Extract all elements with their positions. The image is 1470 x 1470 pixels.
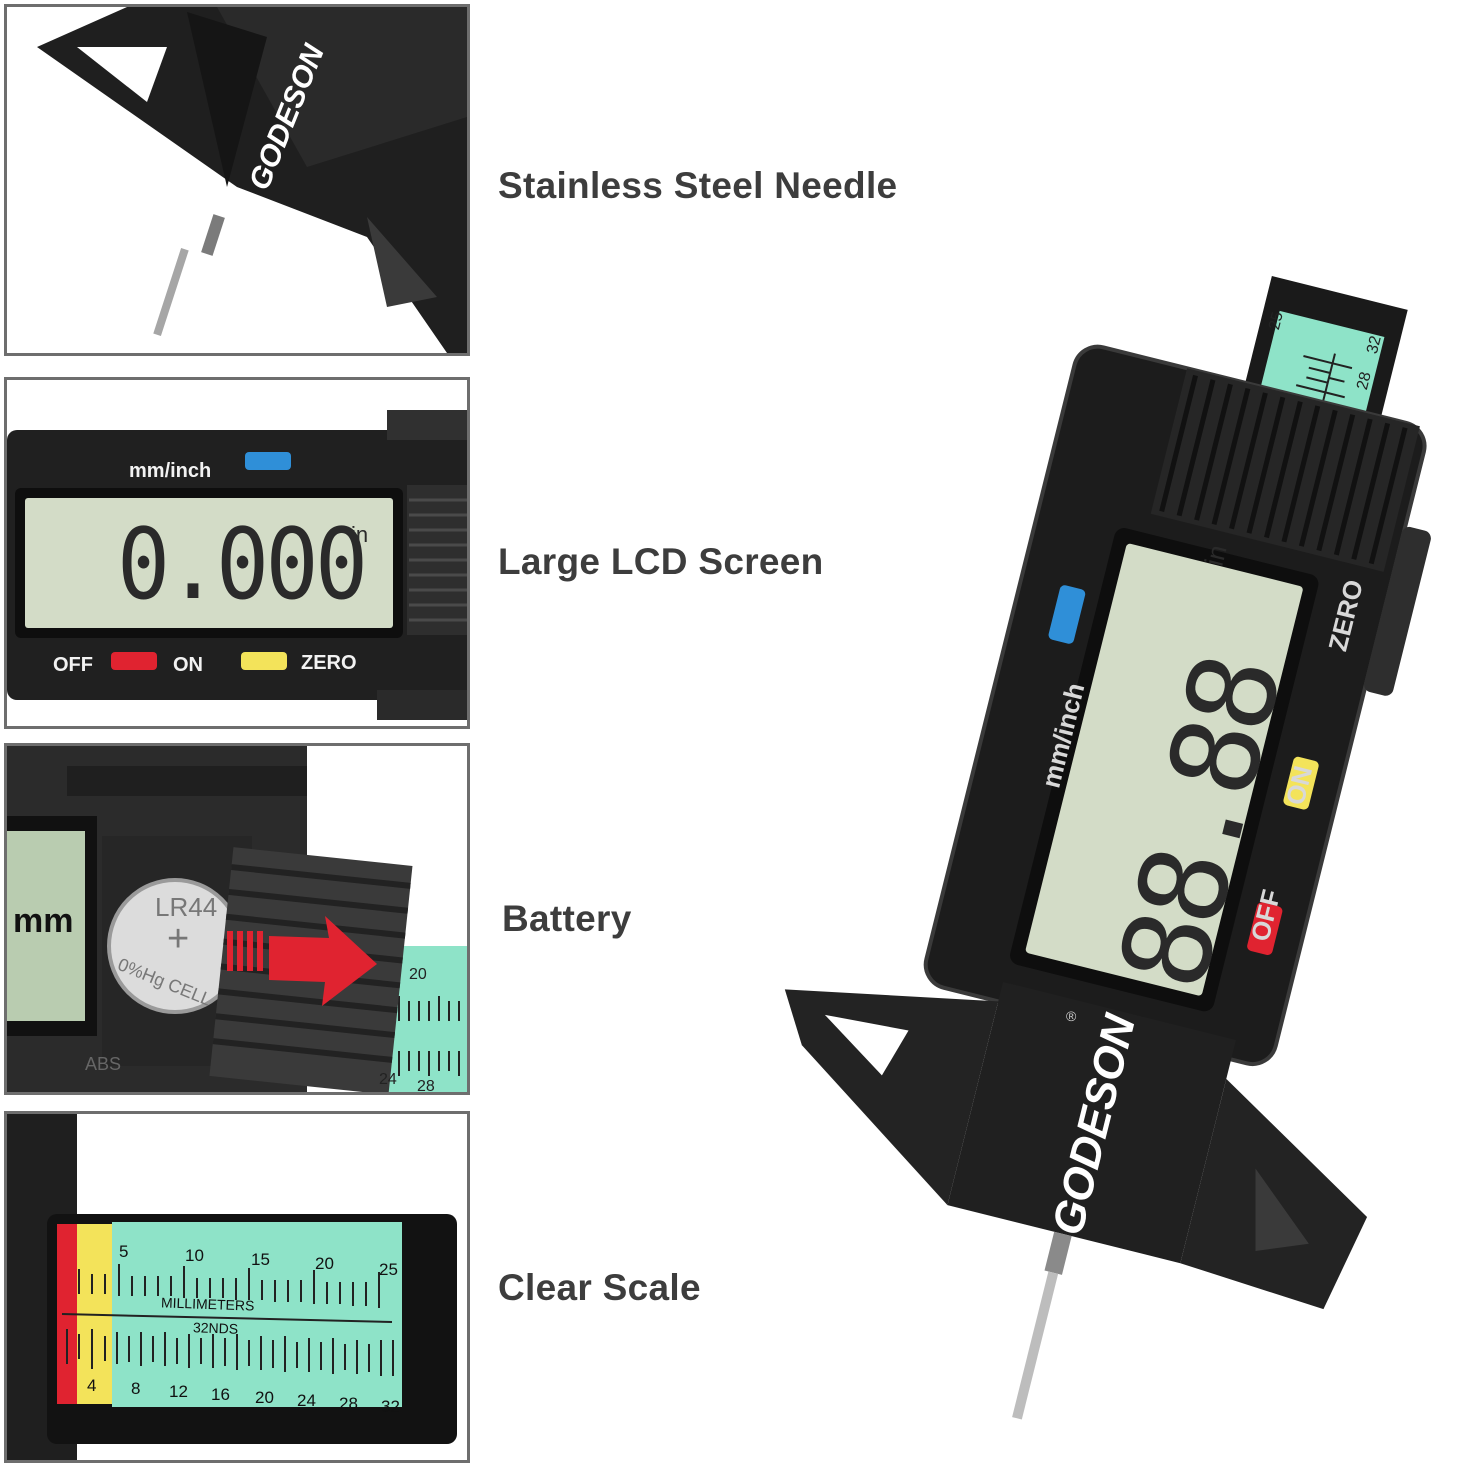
lcd-corner: [7, 831, 85, 1021]
nds-scale-label: 32NDS: [192, 1319, 239, 1337]
lcd-reading: 0.000: [117, 508, 368, 622]
feature-label-needle: Stainless Steel Needle: [498, 165, 898, 206]
case-mark: ABS: [85, 1054, 122, 1074]
mm-tick-10: 10: [185, 1246, 204, 1265]
scale-tick-20: 20: [409, 966, 427, 983]
registered-mark: ®: [1066, 1008, 1077, 1024]
lcd-unit: in: [351, 522, 369, 547]
battery-model: LR44: [155, 892, 218, 922]
nds-tick-20: 20: [255, 1388, 274, 1407]
product-power-button[interactable]: [1246, 901, 1283, 956]
needle-panel: GODESON: [4, 4, 470, 356]
mm-tick-15: 15: [251, 1250, 270, 1269]
product-lcd: [1025, 543, 1303, 996]
zero-button[interactable]: [241, 652, 287, 670]
nds-tick-8: 8: [131, 1379, 141, 1398]
nds-tick-28: 28: [339, 1394, 358, 1413]
scale-panel: 5 10 15 20 25 MILLIMETERS 32NDS 4 8 12 1…: [4, 1111, 470, 1463]
mm-tick-20: 20: [315, 1254, 334, 1273]
scale-tick-28: 28: [417, 1078, 435, 1095]
slide-arrow-icon: [227, 916, 377, 1006]
on-label: ON: [173, 654, 203, 676]
scale-tick-24: 24: [379, 1071, 397, 1088]
mm-tick-25: 25: [379, 1260, 398, 1279]
off-label: OFF: [53, 654, 93, 676]
nds-tick-12: 12: [169, 1382, 188, 1401]
lcd-screen: [25, 498, 393, 628]
power-button[interactable]: [111, 652, 157, 670]
mm-ticks: [78, 1264, 380, 1308]
feature-label-lcd: Large LCD Screen: [498, 541, 824, 582]
product-zero-button[interactable]: [1282, 756, 1319, 811]
battery-panel: mm LR44 + 0%Hg CELL ABS 20 24 28: [4, 743, 470, 1095]
nds-tick-16: 16: [211, 1385, 230, 1404]
feature-label-scale: Clear Scale: [498, 1267, 701, 1308]
nds-tick-4: 4: [87, 1376, 97, 1395]
needle-closeup: GODESON: [7, 7, 467, 353]
mm-tick-5: 5: [119, 1242, 129, 1261]
mm-scale-label: MILLIMETERS: [160, 1294, 255, 1314]
nds-tick-32: 32: [381, 1397, 400, 1416]
lcd-panel: mm/inch 0.000 in OFF ON ZERO: [4, 377, 470, 729]
feature-label-battery: Battery: [502, 898, 632, 939]
nds-tick-24: 24: [297, 1391, 316, 1410]
scale-strip: [112, 1222, 402, 1407]
battery-plus: +: [167, 918, 190, 960]
tread-depth-gauge: 88.88 in mm/inch ZERO ON OFF GODESON ® 2…: [720, 240, 1460, 1425]
mode-button[interactable]: [245, 452, 291, 470]
nds-ticks: [66, 1329, 394, 1376]
unit-mm-label: mm: [13, 902, 74, 940]
product-mode-button[interactable]: [1048, 584, 1087, 645]
zero-label: ZERO: [301, 652, 357, 674]
mode-button-label: mm/inch: [129, 460, 212, 482]
